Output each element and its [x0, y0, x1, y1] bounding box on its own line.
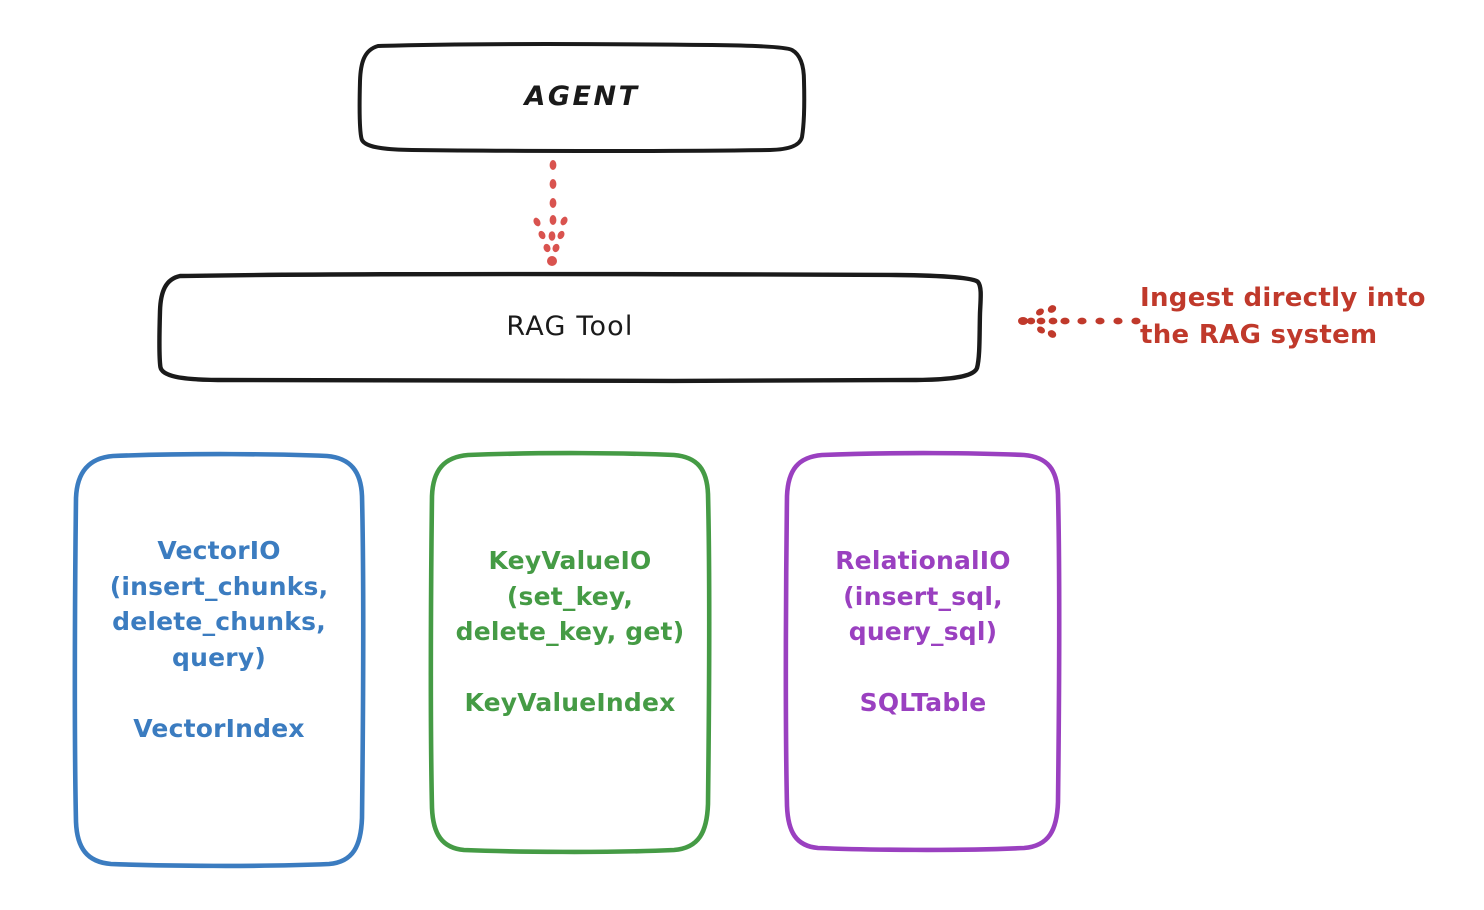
ingest-pointer-arrow: [1018, 305, 1141, 338]
node-relational-io[interactable]: RelationalIO (insert_sql, query_sql) SQL…: [783, 450, 1062, 854]
node-key-value-io[interactable]: KeyValueIO (set_key, delete_key, get) Ke…: [428, 450, 712, 856]
node-rag-tool[interactable]: RAG Tool: [156, 271, 984, 384]
node-vector-io-label: VectorIO (insert_chunks, delete_chunks, …: [109, 536, 329, 743]
node-agent[interactable]: AGENT: [356, 41, 808, 154]
node-relational-io-label: RelationalIO (insert_sql, query_sql) SQL…: [835, 546, 1011, 717]
node-vector-io[interactable]: VectorIO (insert_chunks, delete_chunks, …: [71, 450, 367, 870]
annotation-ingest-label: Ingest directly into the RAG system: [1140, 283, 1426, 350]
node-rag-tool-label: RAG Tool: [506, 311, 634, 343]
agent-to-rag-tool-arrow: [533, 160, 568, 266]
annotation-ingest: Ingest directly into the RAG system: [1140, 280, 1470, 354]
node-agent-label: AGENT: [524, 81, 640, 113]
node-key-value-io-label: KeyValueIO (set_key, delete_key, get) Ke…: [455, 546, 685, 717]
